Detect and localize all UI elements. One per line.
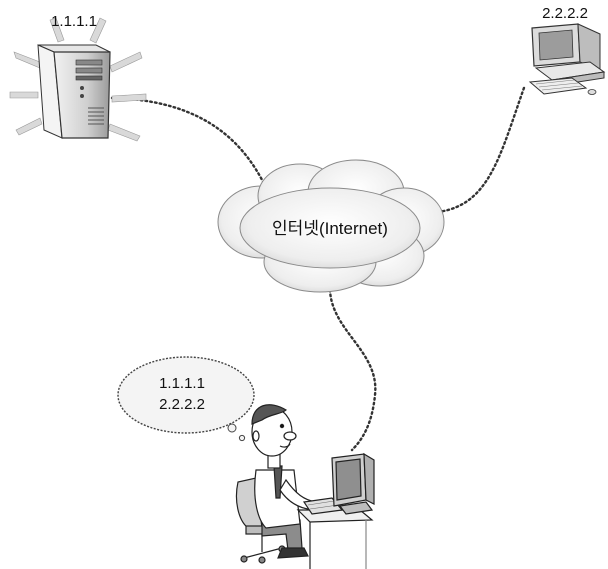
- thought-line-1: 1.1.1.1: [159, 375, 205, 392]
- link-server-internet: [110, 96, 270, 194]
- remote-pc-ip-label: 2.2.2.2: [542, 5, 588, 22]
- server-ip-label: 1.1.1.1: [51, 13, 97, 30]
- connection-lines: [110, 83, 527, 452]
- thought-bubble: [117, 356, 255, 442]
- internet-cloud: [217, 159, 445, 293]
- link-internet-user-pc: [328, 283, 377, 452]
- glow-rays: [9, 17, 147, 142]
- remote-pc: [528, 23, 606, 95]
- local-computer: [296, 452, 375, 569]
- link-internet-remote-pc: [436, 83, 527, 214]
- internet-label: 인터넷(Internet): [272, 219, 388, 238]
- server-tower: [9, 17, 147, 142]
- user-at-computer: [235, 404, 327, 564]
- thought-line-2: 2.2.2.2: [159, 396, 205, 413]
